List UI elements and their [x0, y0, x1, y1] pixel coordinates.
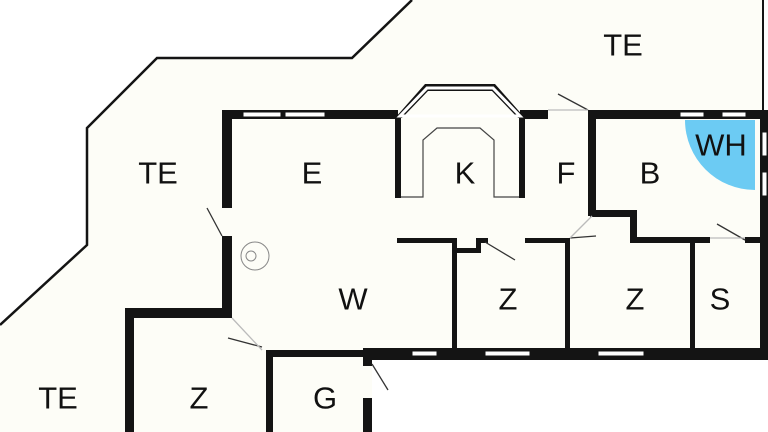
room-label-terrace-left: TE	[138, 155, 178, 191]
room-label-g: G	[312, 380, 338, 416]
kitchen-counter	[401, 127, 519, 198]
room-label-terrace-bottom: TE	[38, 380, 78, 416]
kitchen-bay	[395, 84, 525, 118]
room-label-living: W	[338, 281, 368, 317]
room-label-terrace-top: TE	[603, 27, 643, 63]
room-label-bedroom-2: Z	[625, 281, 645, 317]
room-label-bedroom-3: Z	[189, 380, 209, 416]
fireplace-icon	[240, 241, 270, 271]
room-label-f: F	[556, 155, 576, 191]
walls	[125, 110, 768, 432]
room-label-bathroom: B	[639, 155, 661, 191]
room-label-kitchen: K	[454, 155, 476, 191]
door-swings	[206, 93, 746, 391]
whirlpool-area	[685, 120, 755, 190]
terrace-outline	[0, 0, 413, 326]
room-label-entrance: E	[301, 155, 323, 191]
windows	[242, 111, 768, 357]
room-label-storage: S	[709, 281, 731, 317]
room-label-bedroom-1: Z	[498, 281, 518, 317]
room-label-whirlpool: WH	[695, 127, 747, 163]
